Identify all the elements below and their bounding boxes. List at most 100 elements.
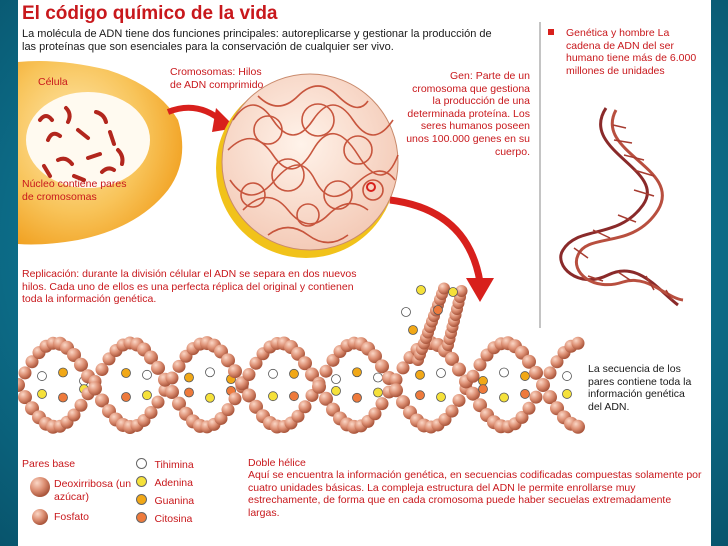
legend-thymine: Tihimina	[136, 455, 194, 473]
base-pair-dot	[121, 392, 131, 402]
helix-bead	[543, 390, 557, 405]
human-dna-helix	[559, 107, 684, 307]
base-pair-dot	[448, 287, 458, 297]
helix-bead	[298, 400, 312, 414]
helix-bead	[543, 366, 557, 380]
gene-marker	[366, 182, 376, 192]
helix-bead	[319, 364, 333, 378]
helix-bead	[571, 419, 585, 434]
infographic-panel: El código químico de la vida La molécula…	[18, 0, 711, 546]
adenine-dot	[136, 476, 147, 488]
label-nucleo: Núcleo contiene pares de cromosomas	[22, 178, 127, 203]
helix-bead	[165, 385, 179, 400]
helix-bead	[221, 353, 235, 368]
arrow-chromosome-to-helix	[389, 196, 484, 283]
helix-bead	[319, 391, 333, 406]
base-pair-dot	[289, 391, 299, 402]
helix-bead	[536, 378, 550, 392]
helix-bead	[389, 383, 403, 398]
helix-bead	[396, 361, 410, 375]
helix-bead	[473, 358, 487, 372]
base-pair-dot	[373, 372, 383, 383]
label-gen: Gen: Parte de un cromosoma que gestiona …	[406, 70, 530, 158]
helix-bead	[151, 395, 165, 409]
helix-bead	[389, 373, 403, 387]
base-pair-dot	[58, 392, 68, 403]
doble-helice-title: Doble hélice	[248, 457, 306, 469]
helix-bead	[25, 355, 39, 369]
label-fosfato: Fosfato	[54, 511, 90, 523]
helix-bead	[375, 359, 389, 374]
base-pair-dot	[433, 305, 443, 315]
helix-bead	[455, 285, 468, 297]
helix-bead	[18, 378, 25, 392]
title: El código químico de la vida	[22, 3, 278, 24]
base-pair-dot	[331, 374, 341, 385]
helix-bead	[312, 379, 326, 394]
label-genetica: Genética y hombre La cadena de ADN del s…	[566, 27, 697, 77]
base-pair-dot	[520, 371, 530, 381]
chromosome-circle	[221, 73, 399, 251]
base-pair-dot	[352, 392, 362, 403]
base-pair-dot	[436, 392, 446, 402]
helix-bead	[522, 401, 536, 415]
base-pair-dot	[58, 367, 68, 378]
helix-bead	[368, 349, 382, 364]
cytosine-label: Citosina	[154, 513, 193, 525]
base-pair-dot	[121, 368, 131, 378]
thymine-label: Tihimina	[154, 459, 194, 471]
helix-bead	[249, 356, 263, 370]
helix-bead	[242, 368, 256, 382]
base-pair-dot	[37, 371, 47, 381]
label-secuencia: La secuencia de los pares contiene toda …	[588, 363, 692, 413]
helix-bead	[172, 359, 186, 373]
helix-bead	[67, 347, 81, 362]
intro-text: La molécula de ADN tiene dos funciones p…	[22, 28, 492, 54]
helix-bead	[165, 371, 179, 385]
label-cromosomas: Cromosomas: Hilos de ADN comprimido	[170, 66, 264, 91]
helix-bead	[452, 393, 466, 407]
base-pair-dot	[416, 285, 426, 295]
base-pair-dot	[268, 391, 278, 402]
base-pair-dot	[562, 389, 572, 399]
helix-bead	[18, 366, 32, 380]
helix-bead	[88, 381, 102, 396]
label-replicacion: Replicación: durante la división célular…	[22, 268, 357, 306]
helix-bead	[445, 351, 459, 366]
base-pair-dot	[401, 307, 411, 317]
helix-bead	[452, 362, 466, 377]
guanine-dot	[136, 494, 147, 506]
base-pair-dot	[142, 369, 152, 380]
helix-bead	[550, 355, 564, 369]
helix-bead	[529, 390, 543, 404]
base-pair-dot	[184, 372, 194, 383]
base-pair-dot	[436, 368, 446, 378]
genetica-bullet	[548, 29, 554, 35]
label-pares-base: Pares base	[22, 458, 76, 470]
fosfato-bead	[32, 509, 48, 525]
legend-adenine: Adenina	[136, 473, 193, 491]
base-pair-dot	[142, 390, 152, 401]
helix-bead	[473, 398, 487, 413]
helix-bead	[18, 390, 32, 405]
helix-bead	[242, 388, 256, 403]
helix-bead	[326, 353, 340, 367]
dna-coils	[227, 85, 399, 244]
base-pair-dot	[478, 384, 488, 394]
deoxirribosa-bead	[30, 477, 50, 497]
helix-bead	[228, 364, 242, 379]
base-pair-dot	[268, 368, 278, 379]
helix-bead	[172, 396, 186, 411]
legend-guanine: Guanina	[136, 491, 194, 509]
helix-bead	[515, 410, 529, 424]
doble-helice-text: Aquí se encuentra la información genétic…	[248, 469, 702, 519]
base-pair-dot	[520, 389, 530, 399]
base-pair-dot	[499, 392, 509, 403]
helix-bead	[375, 397, 389, 411]
double-helix	[18, 282, 585, 434]
illustration	[18, 22, 684, 525]
helix-bead	[214, 411, 228, 425]
helix-bead	[466, 386, 480, 401]
helix-bead	[74, 398, 88, 412]
